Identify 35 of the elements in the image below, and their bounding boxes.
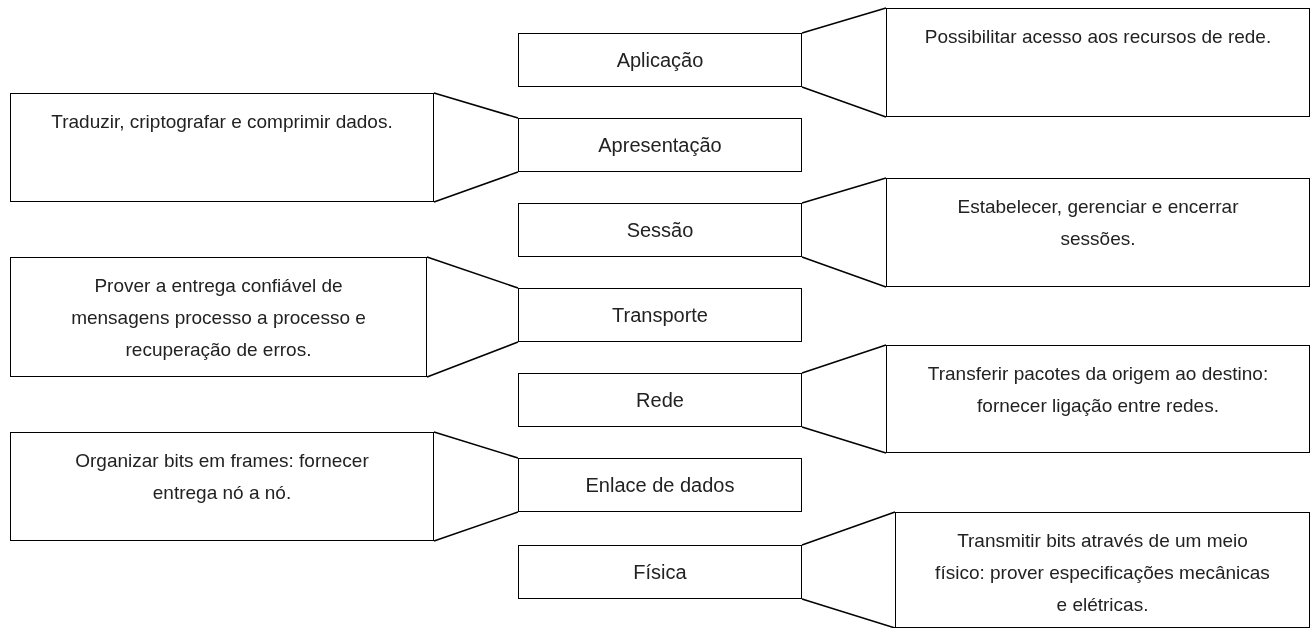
description-box [886, 178, 1310, 287]
description-box [895, 512, 1310, 628]
connector-lines [426, 256, 519, 378]
layer-name: Apresentação [598, 133, 722, 157]
layer-box [518, 118, 802, 172]
layer-box [518, 33, 802, 87]
layer-box [518, 545, 802, 599]
layer-box [518, 203, 802, 257]
layer-box [518, 373, 802, 427]
layer-name: Sessão [626, 218, 694, 242]
description-text: Possibilitar acesso aos recursos de rede. [924, 25, 1272, 49]
layer-name: Física [633, 560, 687, 584]
layer-name: Transporte [612, 303, 708, 327]
connector-lines [801, 177, 887, 288]
description-box [886, 345, 1310, 453]
layer-name: Enlace de dados [585, 473, 735, 497]
description-text: Traduzir, criptografar e comprimir dados. [51, 110, 393, 134]
description-text: Transmitir bits através de um meio físico: prover especificações mecânicas e elétricas. [934, 529, 1271, 617]
layer-name: Aplicação [616, 48, 704, 72]
connector-lines [801, 511, 896, 628]
layer-box [518, 458, 802, 512]
description-text: Prover a entrega confiável de mensagens processo a processo e recuperação de erros. [70, 274, 367, 362]
description-box [886, 8, 1310, 117]
connector-lines [433, 92, 519, 203]
description-text: Organizar bits em frames: fornecer entrega nó a nó. [74, 449, 370, 505]
layer-box [518, 288, 802, 342]
description-text: Transferir pacotes da origem ao destino: fornecer ligação entre redes. [926, 362, 1270, 418]
description-box [10, 93, 434, 202]
description-text: Estabelecer, gerenciar e encerrar sessões. [956, 195, 1240, 251]
layer-name: Rede [636, 388, 684, 412]
description-box [10, 257, 427, 377]
connector-lines [433, 431, 519, 542]
connector-lines [801, 7, 887, 118]
description-box [10, 432, 434, 541]
connector-lines [801, 344, 887, 454]
